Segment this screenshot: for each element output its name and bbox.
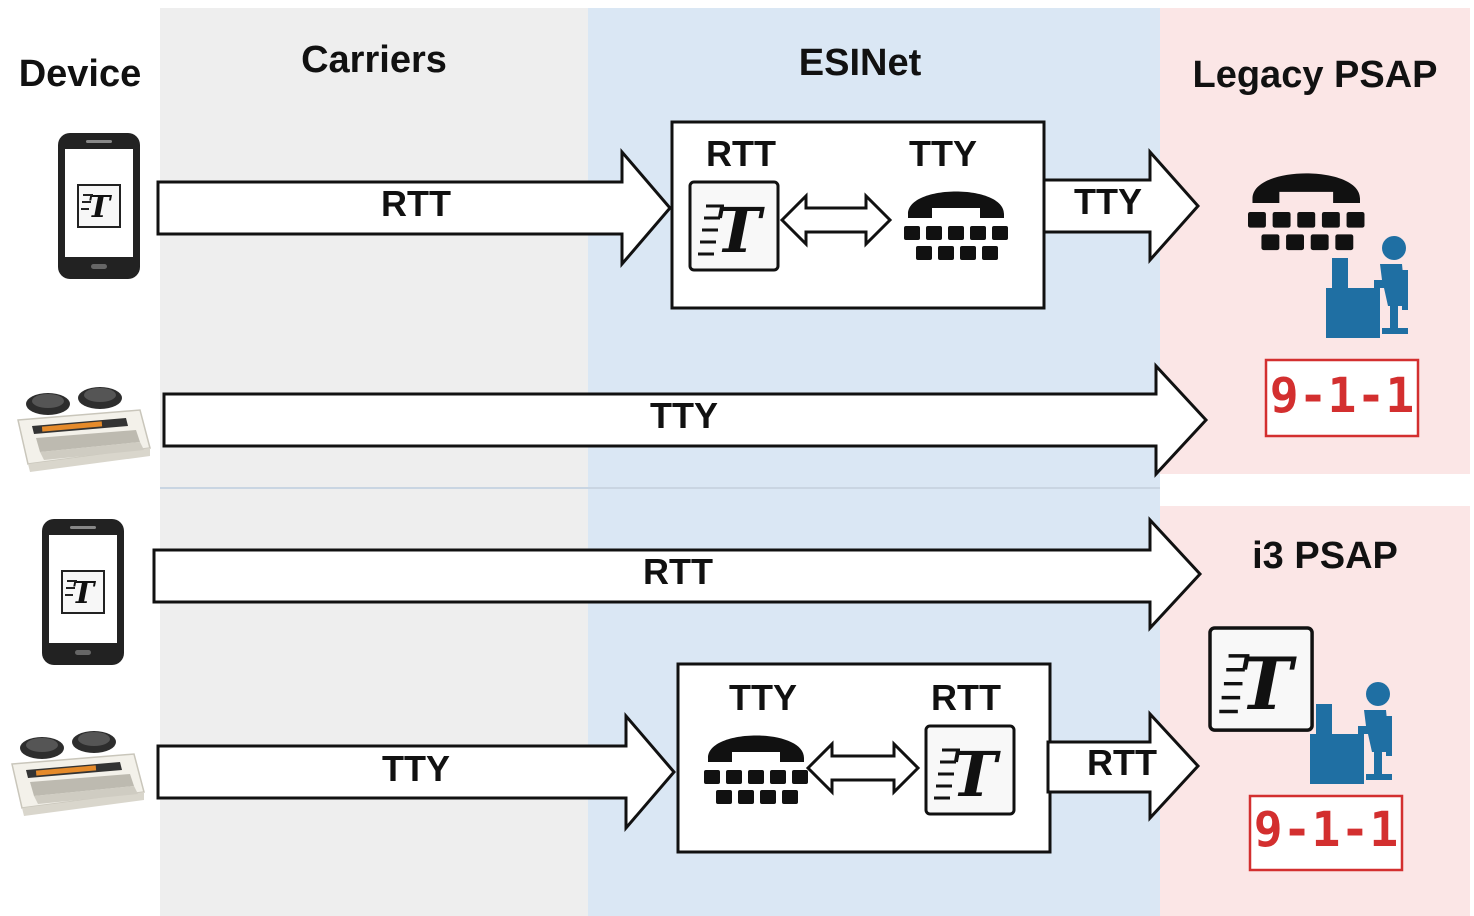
row1-tty-out-arrow bbox=[1042, 148, 1201, 264]
row4-arrow-label: TTY bbox=[382, 748, 450, 789]
row3-arrow-label: RTT bbox=[643, 551, 713, 592]
smartphone-icon-2 bbox=[41, 518, 125, 666]
box2-left-label: TTY bbox=[729, 677, 797, 718]
tty-device-icon-2 bbox=[1, 711, 151, 821]
row2-arrow-label: TTY bbox=[650, 395, 718, 436]
row3-rtt-arrow bbox=[152, 516, 1203, 632]
row4-out-label: RTT bbox=[1087, 742, 1157, 783]
conversion-double-arrow-2 bbox=[805, 740, 921, 796]
conversion-double-arrow-1 bbox=[779, 192, 893, 248]
row4-tty-arrow bbox=[156, 711, 676, 833]
box1-right-label: TTY bbox=[909, 133, 977, 174]
tty-device-icon bbox=[7, 367, 157, 477]
i3-rtt-text-icon bbox=[1208, 626, 1314, 732]
i3-911-badge bbox=[1248, 794, 1404, 872]
rtt-text-icon-2 bbox=[924, 724, 1016, 816]
legacy-911-number: 9-1-1 bbox=[1270, 368, 1415, 424]
column-header-device: Device bbox=[19, 53, 142, 95]
box1-left-label: RTT bbox=[706, 133, 776, 174]
legacy-911-badge bbox=[1264, 358, 1420, 438]
column-header-carriers: Carriers bbox=[301, 39, 447, 81]
row1-arrow-label: RTT bbox=[381, 183, 451, 224]
column-header-i3-psap: i3 PSAP bbox=[1252, 535, 1398, 577]
row2-tty-arrow bbox=[162, 362, 1209, 478]
row4-rtt-out-arrow bbox=[1046, 710, 1201, 822]
column-header-legacy-psap: Legacy PSAP bbox=[1193, 54, 1438, 96]
rtt-text-icon bbox=[688, 180, 780, 272]
box2-right-label: RTT bbox=[931, 677, 1001, 718]
row1-rtt-arrow bbox=[156, 147, 672, 269]
row1-out-label: TTY bbox=[1074, 181, 1142, 222]
smartphone-icon bbox=[57, 132, 141, 280]
column-header-esinet: ESINet bbox=[799, 42, 922, 84]
i3-911-number: 9-1-1 bbox=[1254, 802, 1399, 858]
